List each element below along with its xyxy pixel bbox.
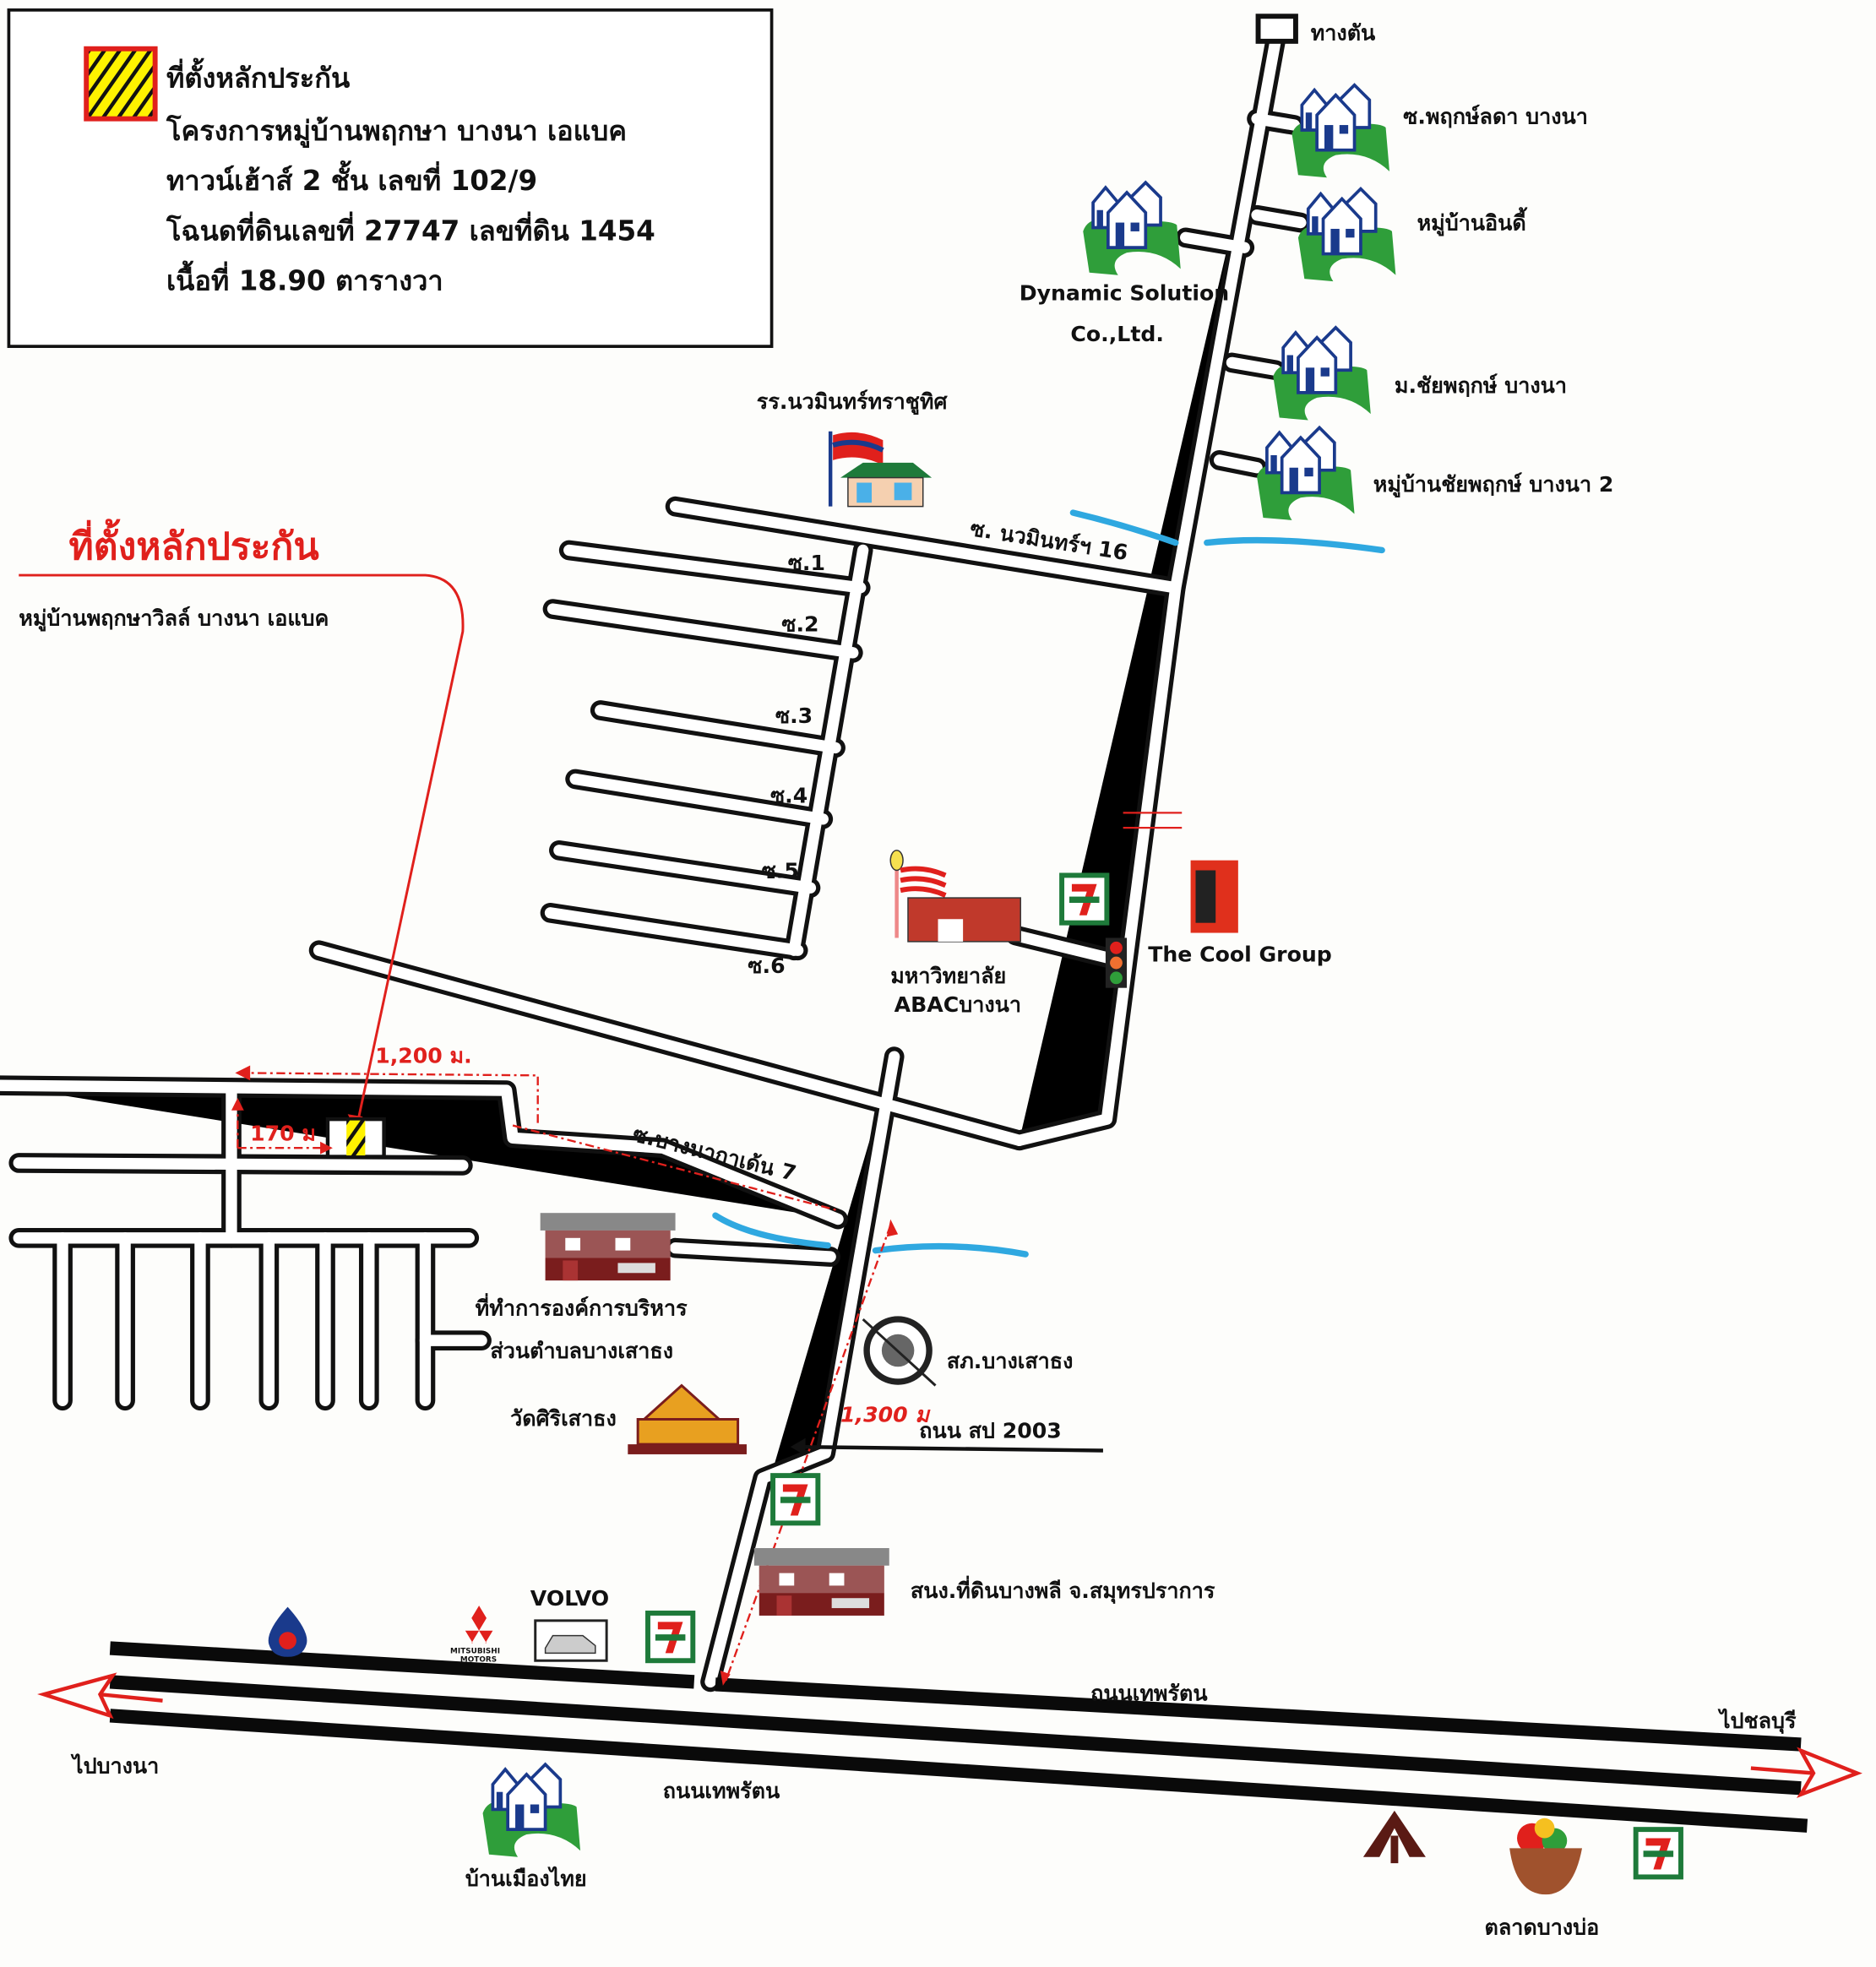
soi-1-label: ซ.1 — [788, 551, 825, 575]
land-office-label: สนง.ที่ดินบางพลี จ.สมุทรปราการ — [911, 1575, 1215, 1605]
arrow-right-icon — [1750, 1747, 1862, 1798]
sp2003-label: ถนน สป 2003 — [919, 1419, 1061, 1443]
legend-line2: ทาวน์เฮ้าส์ 2 ชั้น เลขที่ 102/9 — [166, 160, 537, 197]
land-office-icon — [753, 1547, 889, 1616]
mitsubishi-text: MITSUBISHI — [450, 1647, 500, 1655]
ban-muang-thai-label: บ้านเมืองไทย — [465, 1866, 587, 1891]
indy-label: หมู่บ้านอินดี้ — [1417, 206, 1528, 236]
thepharat-label-bottom: ถนนเทพรัตน — [663, 1779, 780, 1803]
arrow-icon — [231, 1097, 333, 1155]
cool-group-label: The Cool Group — [1148, 943, 1332, 967]
site-village-label: หมู่บ้านพฤกษาวิลล์ บางนา เอแบค — [19, 606, 329, 632]
sao-label-2: ส่วนตำบลบางเสาธง — [490, 1339, 673, 1363]
legend-line4: เนื้อที่ 18.90 ตารางวา — [166, 261, 443, 297]
school-label: รร.นวมินทร์ทราชูทิศ — [757, 389, 949, 416]
sao-label: ที่ทำการองค์การบริหาร — [476, 1293, 688, 1321]
site-indicator: ที่ตั้งหลักประกัน หมู่บ้านพฤกษาวิลล์ บาง… — [19, 519, 931, 1686]
village-icon — [1290, 83, 1391, 180]
police-label: สภ.บางเสาธง — [947, 1349, 1074, 1373]
university-icon — [889, 850, 1021, 943]
dynamic-solution-label: Dynamic Solution — [1020, 280, 1229, 305]
market-label: ตลาดบางบ่อ — [1485, 1915, 1600, 1940]
dead-end-label: ทางตัน — [1311, 20, 1376, 45]
car-dealer-icon — [534, 1619, 608, 1662]
temple-icon — [628, 1383, 747, 1454]
bank-logo-icon — [1362, 1810, 1426, 1864]
soi-4-label: ซ.4 — [770, 784, 807, 808]
pruksa-lada-label: ซ.พฤกษ์ลดา บางนา — [1403, 105, 1588, 129]
school-icon — [828, 431, 933, 508]
legend-title: ที่ตั้งหลักประกัน — [166, 58, 350, 95]
soi-5-label: ซ.5 — [762, 858, 799, 883]
arrow-icon — [790, 1437, 806, 1456]
site-title: ที่ตั้งหลักประกัน — [68, 519, 318, 568]
mitsubishi-text-2: MOTORS — [460, 1656, 497, 1665]
to-bangna-label: ไปบางนา — [70, 1753, 159, 1779]
dynamic-solution-label-2: Co.,Ltd. — [1070, 322, 1163, 346]
soi-6-label: ซ.6 — [748, 954, 785, 978]
soi-3-label: ซ.3 — [775, 704, 813, 728]
arrow-icon — [235, 1065, 251, 1081]
canal — [872, 1242, 1029, 1258]
thepharat-highway — [37, 1641, 1862, 1833]
abac-label: มหาวิทยาลัย — [890, 964, 1006, 988]
canal — [1069, 509, 1179, 546]
dead-end-marker — [1255, 14, 1298, 44]
chaiyapruk2-label: หมู่บ้านชัยพฤกษ์ บางนา 2 — [1373, 472, 1614, 498]
legend-box: ที่ตั้งหลักประกัน โครงการหมู่บ้านพฤกษา บ… — [7, 8, 774, 348]
canal — [1204, 536, 1385, 554]
distance-170: 170 ม — [250, 1121, 316, 1145]
mitsubishi-logo: MITSUBISHI MOTORS — [450, 1606, 500, 1665]
site-marker — [346, 1120, 366, 1156]
thepharat-label-top: ถนนเทพรัตน — [1090, 1682, 1208, 1706]
seven-eleven-icon — [1636, 1829, 1681, 1877]
distance-1200: 1,200 ม. — [375, 1044, 471, 1068]
seven-eleven-icon — [648, 1613, 693, 1660]
seven-eleven-icon — [1062, 875, 1107, 922]
legend-line3: โฉนดที่ดินเลขที่ 27747 เลขที่ดิน 1454 — [166, 211, 655, 247]
soi-2-label: ซ.2 — [781, 612, 818, 637]
chaiyapruk-label: ม.ชัยพฤกษ์ บางนา — [1395, 373, 1567, 398]
fruit-basket-icon — [1509, 1818, 1583, 1895]
volvo-label: VOLVO — [530, 1586, 609, 1611]
distance-1300: 1,300 ม — [840, 1402, 931, 1426]
police-emblem-icon — [862, 1316, 937, 1387]
office-tower-icon — [1190, 860, 1238, 933]
village-icon — [1297, 187, 1398, 283]
temple-label: วัดศิริเสาธง — [510, 1406, 617, 1431]
sp2003-road-line — [794, 1444, 1103, 1453]
arrow-left-icon — [37, 1672, 163, 1720]
ptt-station-icon — [268, 1606, 307, 1657]
legend-line1: โครงการหมู่บ้านพฤกษา บางนา เอแบค — [166, 114, 627, 149]
village-icon — [1271, 326, 1373, 422]
village-icon — [1081, 181, 1183, 277]
road-break-icon — [1123, 812, 1183, 829]
village-icon — [481, 1763, 582, 1859]
to-chonburi-label: ไปชลบุรี — [1717, 1708, 1797, 1735]
seven-eleven-icon — [773, 1475, 818, 1523]
traffic-light-icon — [1105, 937, 1128, 988]
canal — [712, 1212, 831, 1249]
site-hatch-icon — [84, 46, 158, 122]
abac-label-2: ABACบางนา — [894, 992, 1021, 1017]
village-icon — [1255, 426, 1357, 522]
sao-building-icon — [540, 1213, 676, 1281]
